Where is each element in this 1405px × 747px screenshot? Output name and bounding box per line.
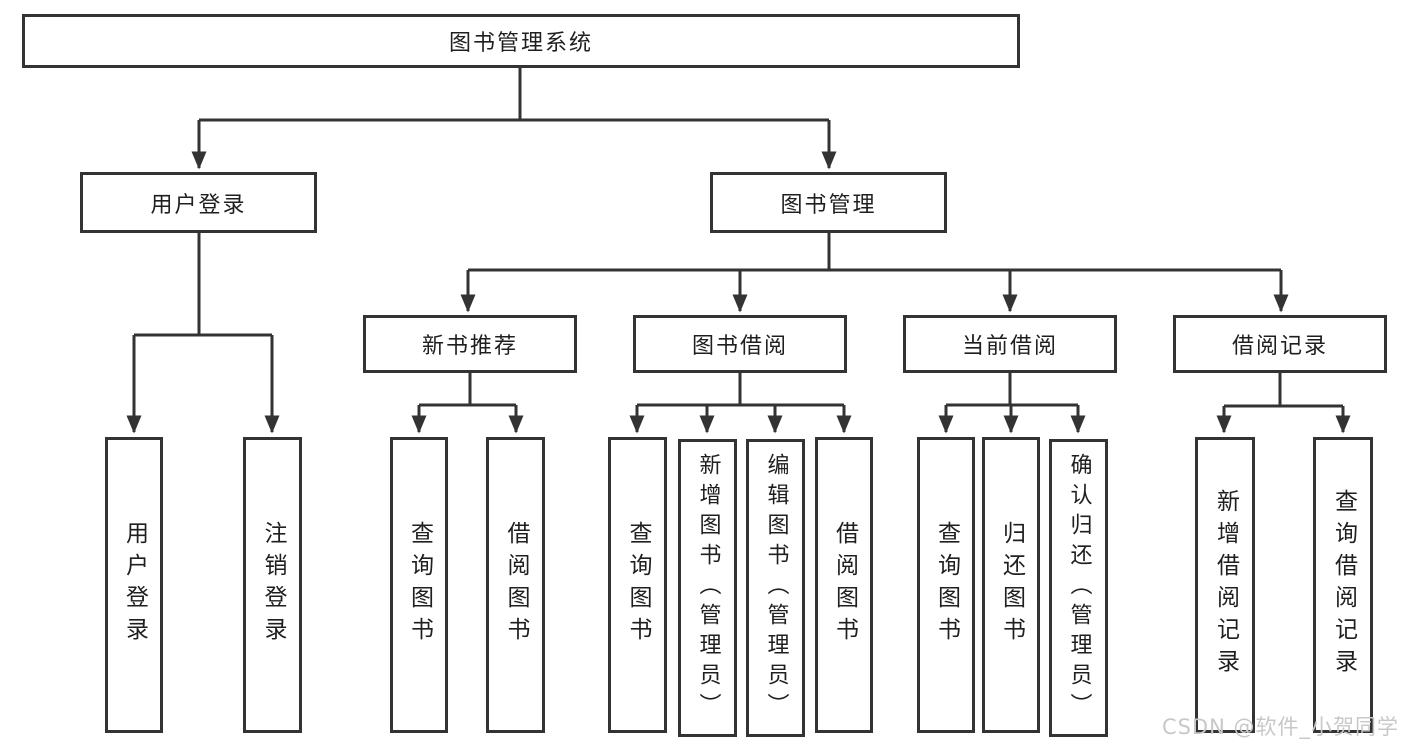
leaf-borrow-borrow-books-label: 借阅图书 — [831, 521, 858, 649]
leaf-borrow-query-books: 查询图书 — [608, 437, 667, 733]
leaf-add-books-admin: 新增图书（管理员） — [678, 439, 737, 737]
leaf-current-query-books: 查询图书 — [917, 437, 975, 733]
leaf-edit-books-admin: 编辑图书（管理员） — [746, 439, 805, 737]
leaf-borrow-query-books-label: 查询图书 — [625, 521, 651, 649]
node-new-book-recommend: 新书推荐 — [363, 315, 577, 373]
leaf-logout-label: 注销登录 — [260, 521, 286, 649]
watermark-text: CSDN @软件_小贺同学 — [1161, 715, 1399, 739]
node-root: 图书管理系统 — [22, 14, 1020, 68]
node-borrow-records-label: 借阅记录 — [1231, 334, 1328, 359]
leaf-borrow-borrow-books: 借阅图书 — [815, 437, 873, 733]
connector-borrow-records-to-leaves — [1216, 373, 1351, 434]
node-book-management-label: 图书管理 — [780, 192, 877, 218]
node-root-label: 图书管理系统 — [448, 31, 593, 56]
connector-user-login-to-leaves — [126, 233, 280, 434]
connector-root-to-level2 — [191, 67, 837, 170]
leaf-current-query-books-label: 查询图书 — [933, 521, 960, 649]
leaf-return-books-label: 归还图书 — [998, 521, 1025, 649]
connector-current-borrow-to-leaves — [938, 373, 1086, 434]
node-book-borrow: 图书借阅 — [633, 315, 847, 373]
leaf-edit-books-admin-label: 编辑图书（管理员） — [763, 453, 789, 723]
leaf-recommend-borrow-books: 借阅图书 — [486, 437, 545, 733]
connector-book-management-to-level3 — [460, 233, 1289, 313]
leaf-recommend-borrow-books-label: 借阅图书 — [503, 521, 529, 649]
leaf-add-borrow-record: 新增借阅记录 — [1195, 437, 1255, 733]
node-user-login-label: 用户登录 — [150, 192, 247, 218]
node-current-borrow: 当前借阅 — [903, 315, 1117, 373]
node-new-book-recommend-label: 新书推荐 — [421, 334, 518, 359]
leaf-confirm-return-admin: 确认归还（管理员） — [1049, 439, 1108, 737]
node-current-borrow-label: 当前借阅 — [961, 334, 1058, 359]
connector-book-borrow-to-leaves — [629, 373, 852, 434]
leaf-return-books: 归还图书 — [982, 437, 1040, 733]
node-book-borrow-label: 图书借阅 — [691, 334, 788, 359]
connector-new-book-to-leaves — [411, 373, 524, 434]
node-user-login: 用户登录 — [80, 172, 317, 233]
node-book-management: 图书管理 — [710, 172, 947, 233]
leaf-add-borrow-record-label: 新增借阅记录 — [1212, 489, 1239, 681]
leaf-confirm-return-admin-label: 确认归还（管理员） — [1066, 453, 1092, 723]
leaf-user-login-label: 用户登录 — [121, 521, 148, 649]
leaf-user-login: 用户登录 — [105, 437, 163, 733]
leaf-recommend-query-books: 查询图书 — [390, 437, 448, 733]
leaf-query-borrow-record: 查询借阅记录 — [1313, 437, 1373, 733]
leaf-query-borrow-record-label: 查询借阅记录 — [1330, 489, 1357, 681]
leaf-add-books-admin-label: 新增图书（管理员） — [695, 453, 721, 723]
leaf-recommend-query-books-label: 查询图书 — [406, 521, 433, 649]
node-borrow-records: 借阅记录 — [1173, 315, 1387, 373]
leaf-logout: 注销登录 — [243, 437, 302, 733]
